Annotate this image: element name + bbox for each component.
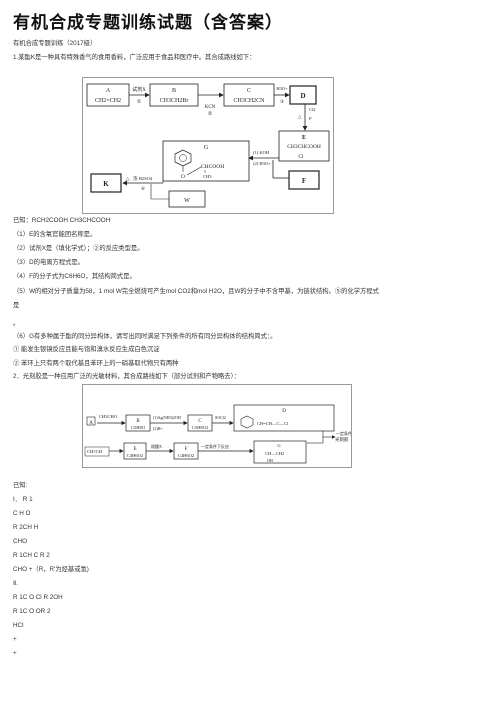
- q2-line-12: +: [13, 650, 17, 657]
- arrow6-reagent: 浓 H2SO4: [133, 175, 153, 182]
- q1-known: 已知：RCH2COOH CH3CHCOOH: [13, 217, 111, 224]
- arrow-end-note: 一定条件: [336, 430, 351, 436]
- q2-line-11: +: [13, 636, 17, 643]
- arrow-c2-top: SOCl2: [215, 415, 226, 420]
- box-f: [288, 170, 320, 190]
- g2-label: G: [277, 443, 281, 448]
- q1-item-6-cond2: ② 苯环上只有两个取代基且苯环上的一硝基取代物只有两种: [13, 360, 179, 367]
- b-label: B: [172, 88, 176, 94]
- w-label: W: [184, 198, 190, 204]
- box-k: [90, 173, 122, 193]
- arrow6-step: ⑥: [141, 186, 146, 191]
- q2-intro: 2．光刻胶是一种应用广泛的光敏材料，其合成路线如下（部分试剂和产物略去）：: [13, 373, 241, 380]
- d2-formula: CH=CH—C—Cl: [257, 421, 289, 426]
- arrow5-koh: (1) KOH: [253, 150, 270, 155]
- g2-formula: CH—CH2: [265, 451, 284, 456]
- q2-line-5: R 1CH C R 2: [13, 552, 50, 559]
- e-label: E: [302, 135, 306, 141]
- e-line2: Cl: [298, 154, 304, 160]
- q1-diagram-svg: A CH2=CH2 试剂X ① B CH3CH2Br KCN ② C CH3CH…: [86, 83, 330, 208]
- a2-formula: CH3CHO: [99, 414, 118, 419]
- g-line1: CHCOOH: [201, 164, 224, 170]
- box-d: [289, 85, 317, 105]
- q1-item-4: （4）F的分子式为C6H6O，其结构简式是。: [13, 273, 136, 280]
- q2-line-4: CHO: [13, 538, 27, 545]
- a-formula: CH2=CH2: [95, 98, 121, 104]
- q2-synthesis-diagram: A CH3CHO B C5H8O (1)Ag(NH3)2OH (2)H+ C C…: [82, 384, 352, 468]
- q1-item-1: （1）E的含氧官能团名称是。: [13, 231, 97, 238]
- q1-item-5: （5）W的相对分子质量为58，1 mol W完全燃烧可产生mol CO2和mol…: [13, 288, 379, 295]
- arrow4-cl2: Cl2: [309, 107, 316, 112]
- e2-label: E: [133, 447, 136, 452]
- arrow1-reagent: 试剂X: [132, 86, 146, 93]
- g-line2: CH3: [203, 174, 212, 179]
- box-a2: [86, 416, 96, 426]
- box-e: [278, 130, 330, 162]
- g-oxygen: O: [181, 174, 185, 180]
- b-formula: CH3CH2Br: [160, 98, 189, 104]
- start-acetylene: CH≡CH: [87, 449, 103, 454]
- arrow3-step: ③: [280, 99, 285, 104]
- box-d2: [233, 404, 335, 432]
- q2-line-3: R 2CH H: [13, 524, 39, 531]
- q2-line-8: R 1C O Cl R 2OH: [13, 594, 63, 601]
- b2-formula: C5H8O: [131, 425, 146, 430]
- arrow5-h3o: (2) H3O+: [253, 161, 271, 166]
- q2-line-10: HCl: [13, 622, 24, 629]
- d-label: D: [300, 92, 305, 100]
- g2-oh: OH: [267, 458, 273, 463]
- arrow6-heat: △: [126, 176, 130, 181]
- arrow-e2-top: 羧酸X: [151, 443, 162, 449]
- g-label: G: [204, 145, 209, 151]
- arrow2-reagent: KCN: [205, 105, 216, 110]
- arrow4-p: P: [309, 116, 312, 121]
- c-label: C: [247, 88, 251, 94]
- arrow1-step: ①: [137, 99, 142, 105]
- benzene-ring-icon: [174, 149, 192, 167]
- b2-label: B: [136, 419, 140, 424]
- c-formula: CH3CH2CN: [233, 98, 265, 104]
- benzene-ring-icon: [240, 415, 254, 429]
- e-line1: CH3CHCOOH: [287, 144, 321, 150]
- arrow4-heat: △: [298, 114, 302, 119]
- d2-label: D: [282, 409, 286, 414]
- end-product: 光刻胶: [335, 436, 349, 443]
- subtitle: 有机合成专题训练（2017级）: [13, 40, 97, 47]
- f-label: F: [302, 177, 306, 185]
- q2-line-6: CHO +（R，R'为烃基或氢): [13, 566, 89, 573]
- q1-item-6: （6）G有多种属于酯的同分异构体，请写出同时满足下列条件的所有同分异构体的结构简…: [13, 333, 277, 340]
- q1-item-5-end: 。: [13, 320, 20, 327]
- box-g2: [253, 440, 307, 464]
- q1-item-3: （3）D的电离方程式是。: [13, 259, 85, 266]
- q2-line-2: C H O: [13, 510, 31, 517]
- q1-item-2: （2）试剂X是（填化学式）；②的反应类型是。: [13, 245, 144, 252]
- q1-item-6-cond1: ① 能发生银镜反应且能与饱和溴水反应生成白色沉淀: [13, 346, 160, 353]
- arrow3-reagent: H3O+: [276, 86, 288, 91]
- e2-formula: C4H6O2: [127, 453, 143, 458]
- arrow2-step: ②: [208, 111, 213, 117]
- c2-label: C: [198, 419, 202, 424]
- f2-formula: C4H6O2: [178, 453, 194, 458]
- q2-line-9: R 1C O OR 2: [13, 608, 51, 615]
- q1-intro: 1.某酯K是一种具有特殊香气的食用香料，广泛应用于食品和医疗中。其合成路线如下：: [13, 54, 256, 61]
- k-label: K: [103, 180, 109, 188]
- q2-line-7: Ⅱ.: [13, 580, 18, 587]
- arrow-b2-bot: (2)H+: [153, 426, 164, 431]
- c2-formula: C5H8O2: [192, 425, 208, 430]
- box-g: [162, 140, 250, 182]
- f2-label: F: [185, 447, 188, 452]
- arrow-f2-top: 一定条件下反应: [201, 443, 229, 449]
- q1-synthesis-diagram: A CH2=CH2 试剂X ① B CH3CH2Br KCN ② C CH3CH…: [82, 77, 334, 214]
- q2-known: 已知:: [13, 482, 28, 489]
- arrow-b2-top: (1)Ag(NH3)2OH: [153, 415, 181, 420]
- q1-item-5-cont: 是: [13, 302, 20, 309]
- q2-line-1: I． R 1: [13, 496, 33, 503]
- page-title: 有机合成专题训练试题（含答案）: [13, 13, 283, 32]
- q2-diagram-svg: A CH3CHO B C5H8O (1)Ag(NH3)2OH (2)H+ C C…: [84, 404, 352, 464]
- a2-label: A: [89, 421, 93, 426]
- a-label: A: [106, 88, 111, 94]
